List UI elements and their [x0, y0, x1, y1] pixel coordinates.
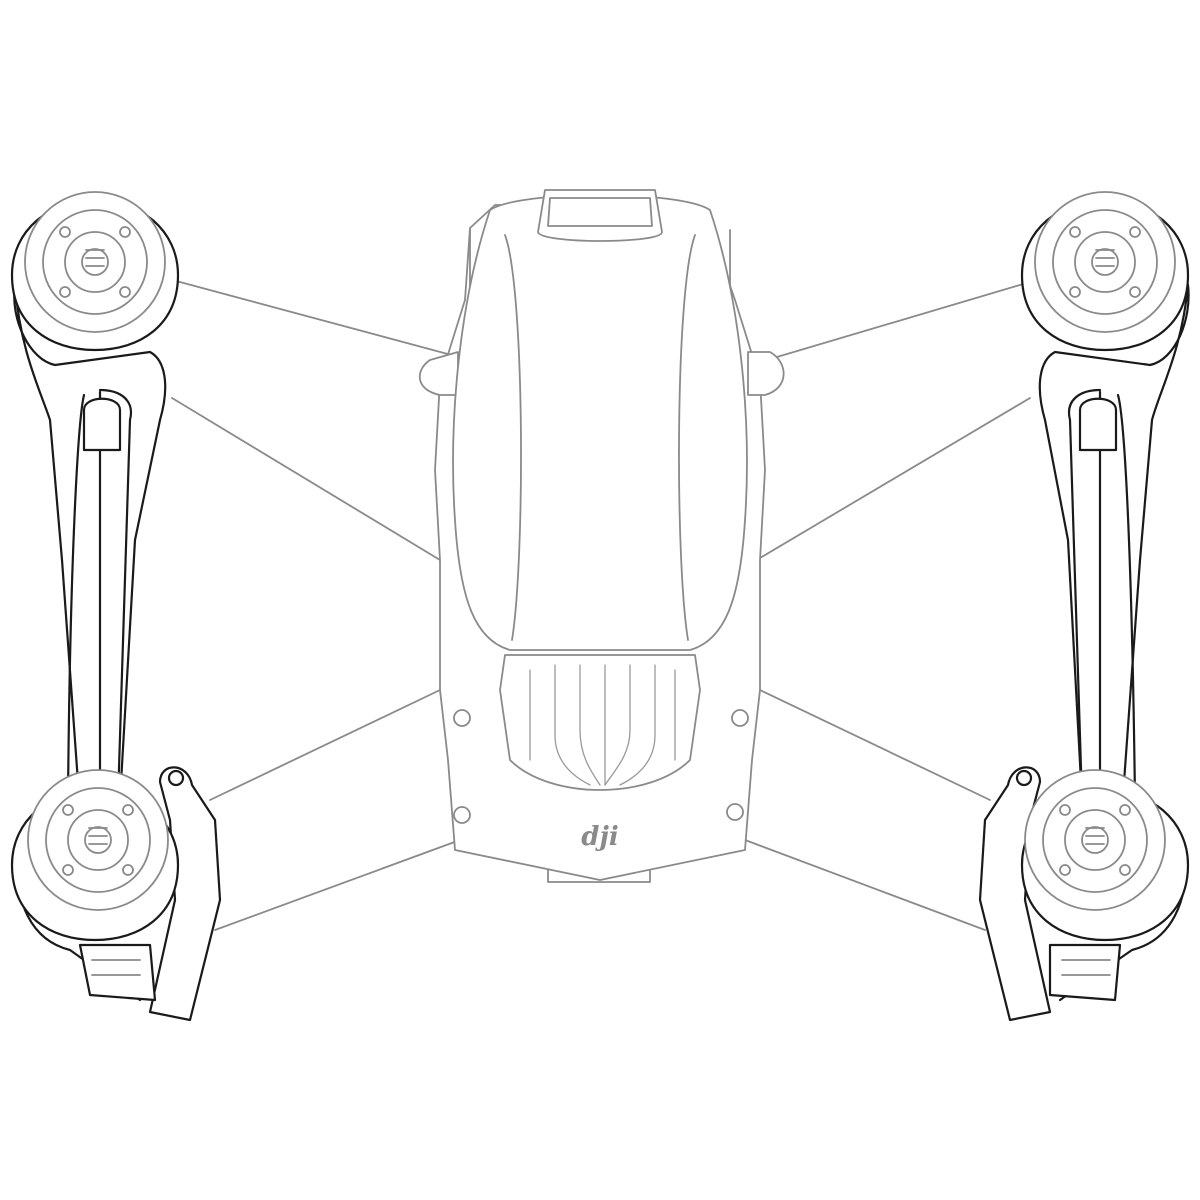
motor-front-left — [10, 191, 180, 352]
motor-rear-left — [10, 769, 180, 942]
frame-struts — [164, 277, 1031, 931]
arm-rear-left — [16, 766, 222, 1022]
motor-front-right — [1020, 191, 1190, 352]
arm-latch — [1078, 397, 1118, 452]
dji-logo: dji — [581, 822, 618, 852]
camera-window — [537, 189, 663, 242]
arm-front-left — [13, 283, 167, 812]
drone-body: dji — [419, 189, 785, 883]
arm-rear-right — [978, 766, 1187, 1022]
motor-rear-right — [1020, 769, 1190, 942]
screw-icon — [453, 709, 471, 727]
screw-icon — [726, 803, 744, 821]
arm-latch — [82, 397, 122, 452]
screw-icon — [453, 806, 471, 824]
screw-icon — [731, 709, 749, 727]
arm-front-right — [1038, 283, 1190, 812]
